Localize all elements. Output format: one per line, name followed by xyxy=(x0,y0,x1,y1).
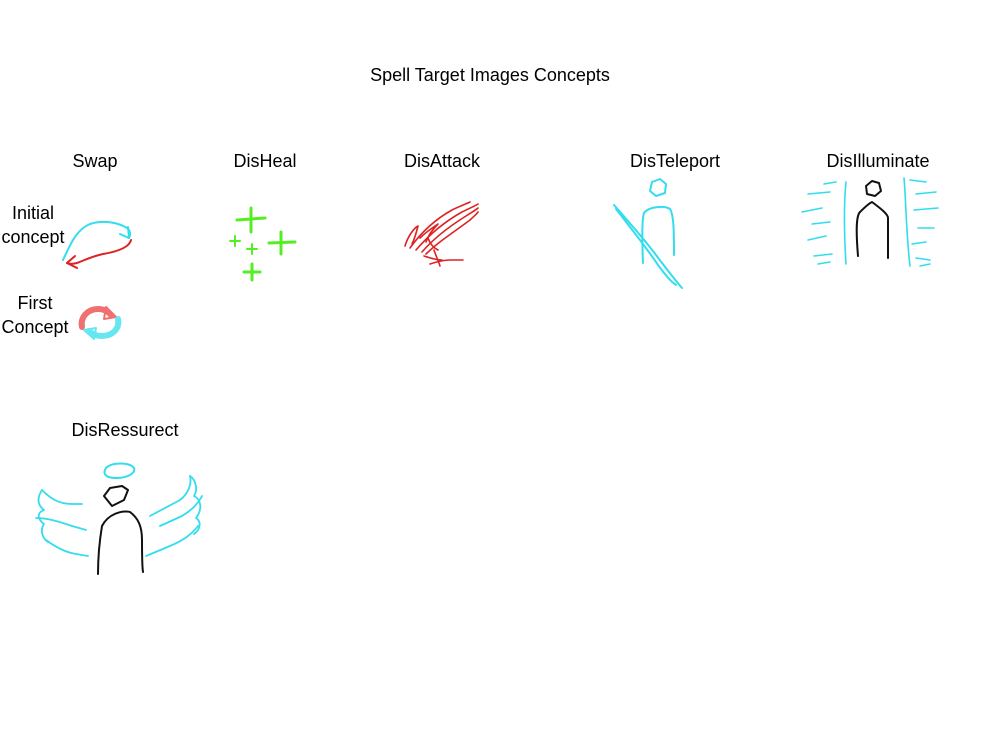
disattack-icon xyxy=(404,201,479,267)
disheal-label: DisHeal xyxy=(233,151,297,171)
disteleport-label: DisTeleport xyxy=(629,151,721,171)
disressurect-icon xyxy=(35,462,203,575)
swap-first-icon xyxy=(78,306,122,340)
disressurect-label: DisRessurect xyxy=(71,420,179,440)
disteleport-icon xyxy=(613,178,683,289)
disattack-label: DisAttack xyxy=(403,151,481,171)
disilluminate-icon xyxy=(801,177,939,267)
page-title: Spell Target Images Concepts xyxy=(370,65,610,85)
swap-label: Swap xyxy=(72,151,118,171)
disheal-icon xyxy=(229,206,297,282)
disilluminate-label: DisIlluminate xyxy=(826,151,930,171)
first-concept-label: First Concept xyxy=(1,293,69,337)
initial-concept-label: Initial concept xyxy=(1,203,65,247)
swap-initial-icon xyxy=(62,220,132,269)
